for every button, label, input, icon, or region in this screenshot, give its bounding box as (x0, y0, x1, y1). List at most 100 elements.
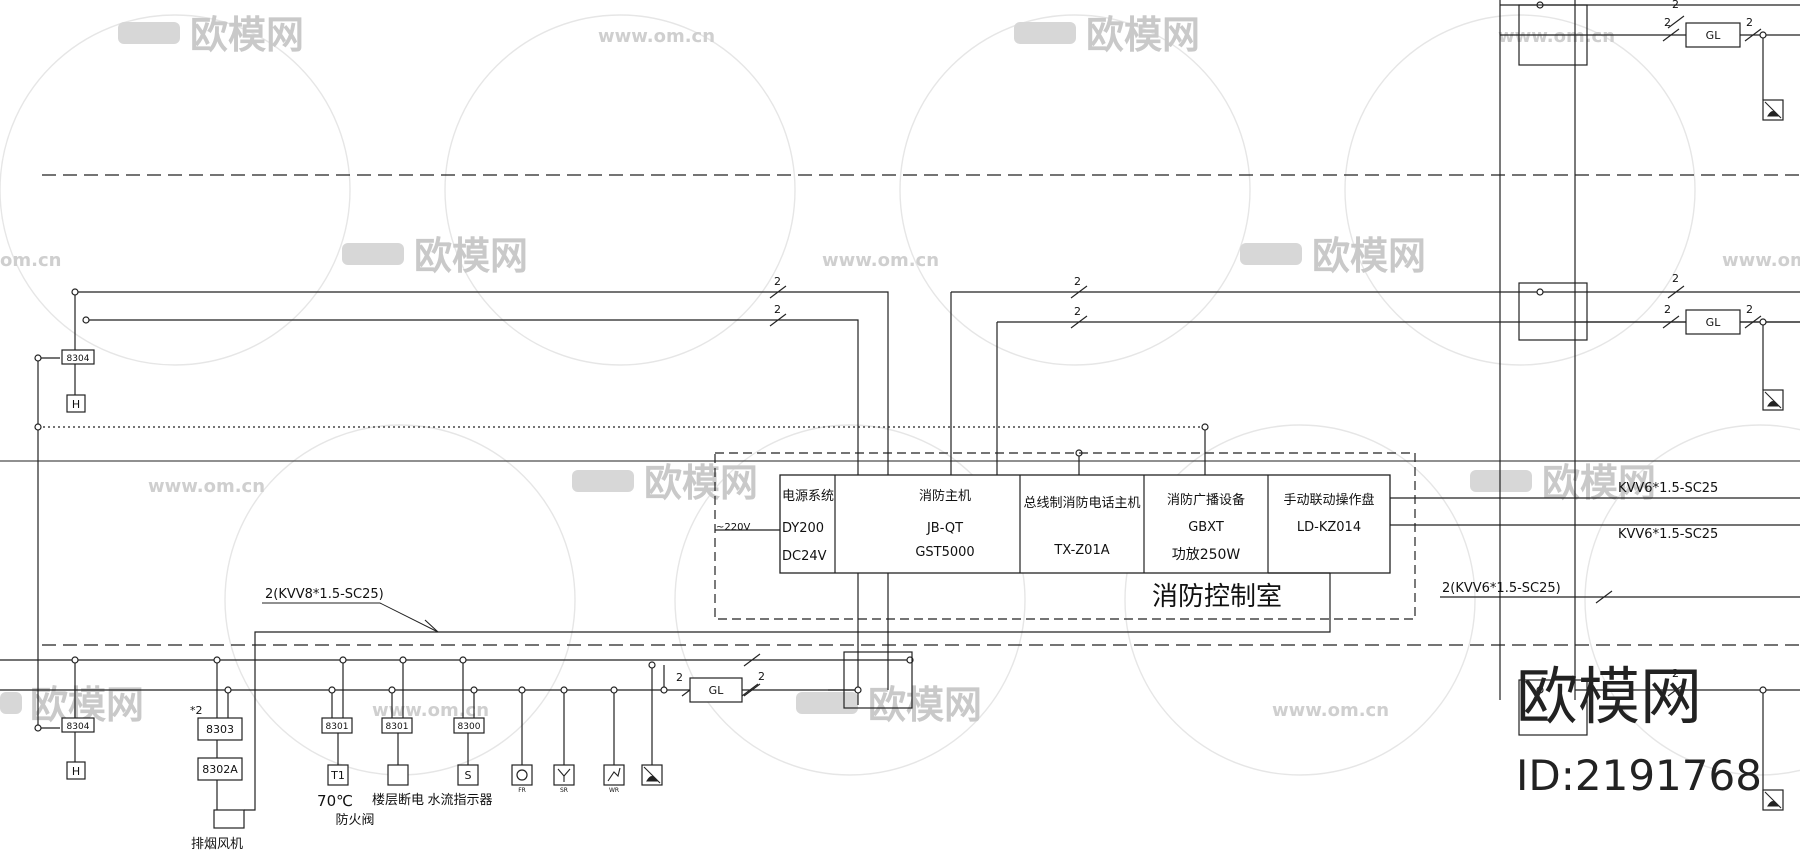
floor-power-off-label: 楼层断电 (372, 793, 424, 808)
module-8301-label: 8301 (326, 722, 349, 732)
watermark-url: www.om.cn (1272, 700, 1389, 721)
module-8304-label: 8304 (67, 722, 90, 732)
gl-device-label: GL (1706, 316, 1722, 329)
fr-label: FR (518, 787, 526, 794)
module-8301-box (321, 717, 353, 734)
fire-host-title: 消防主机 (919, 488, 971, 504)
alarm-bell-icon (643, 766, 661, 784)
junction-dots (34, 1, 1767, 732)
devices (61, 22, 1784, 829)
t1-device-label: T1 (330, 769, 345, 782)
module-8302a-label: 8302A (202, 763, 238, 776)
wire-count-label: 2 (1672, 0, 1679, 11)
watermark-brand: 欧模网 (1086, 13, 1200, 57)
fire-broadcast-panel: 消防广播设备 GBXT 功放250W (1167, 492, 1245, 563)
watermark-brand: 欧模网 (1312, 234, 1426, 278)
module-8303-box (197, 717, 243, 741)
watermark-url: www.om.cn (372, 700, 489, 721)
module-8301-box (381, 717, 413, 734)
watermark-url: www.om.cn (598, 26, 715, 47)
s-device-label: S (465, 769, 472, 782)
watermark-brand: 欧模网 (644, 461, 758, 505)
wiring (0, 0, 1800, 811)
manual-alarm-box (603, 764, 625, 786)
junction-boxes (843, 4, 1588, 736)
fire-phone-panel: 总线制消防电话主机 TX-Z01A (1023, 495, 1140, 558)
water-flow-indicator-label: 水流指示器 (427, 793, 492, 808)
watermark-brand: 欧模网 (414, 234, 528, 278)
smoke-detector-icon (516, 769, 528, 781)
fire-host-panel: 消防主机 JB-QT GST5000 (915, 488, 974, 560)
gl-device-label: GL (1706, 29, 1722, 42)
wire-count-label: 2 (1074, 275, 1081, 288)
brand-badge: 欧模网 ID:2191768 (1516, 660, 1762, 800)
wire-count-slashes (424, 15, 1762, 697)
watermark-url: www.om.cn (822, 250, 939, 271)
manual-linkage-model: LD-KZ014 (1297, 520, 1361, 535)
power-system-voltage: DC24V (782, 549, 827, 564)
watermark-brand: 欧模网 (190, 13, 304, 57)
smoke-fan-label: 排烟风机 (191, 837, 243, 852)
control-room: ~220V 电源系统 DY200 DC24V 消防主机 JB-QT GST500… (714, 452, 1416, 620)
power-system-panel: 电源系统 DY200 DC24V (782, 489, 834, 564)
cable-label-right-low: 2(KVV6*1.5-SC25) (1442, 581, 1561, 596)
wire-count-label: 2 (1746, 16, 1753, 29)
sr-label: SR (560, 787, 568, 794)
h-device-box (66, 761, 86, 780)
fire-host-series: GST5000 (915, 545, 974, 560)
gl-device-box (1685, 309, 1741, 335)
fire-phone-model: TX-Z01A (1053, 543, 1109, 558)
star-count-label: *2 (190, 704, 203, 717)
fire-phone-title: 总线制消防电话主机 (1023, 495, 1140, 511)
brand-badge-id: ID:2191768 (1516, 751, 1762, 800)
h-device-box (66, 394, 86, 413)
wire-count-label: 2 (1746, 303, 1753, 316)
gl-device-box (689, 677, 743, 703)
module-8302a-box (197, 757, 243, 781)
brand-badge-name: 欧模网 (1516, 660, 1702, 733)
control-room-outline (714, 452, 1416, 620)
watermark-url: www.om.cn (1498, 26, 1615, 47)
control-panel-frame (779, 474, 1391, 574)
power-system-model: DY200 (782, 521, 824, 536)
fire-broadcast-amp: 功放250W (1172, 547, 1241, 563)
alarm-bell-icon (1764, 101, 1782, 119)
power-system-title: 电源系统 (782, 489, 834, 504)
wire-count-label: 2 (1672, 667, 1679, 680)
fire-damper-label: 防火阀 (335, 812, 374, 828)
gl-device-label: GL (709, 684, 725, 697)
wire-count-label: 2 (1664, 16, 1671, 29)
cable-label-left: 2(KVV8*1.5-SC25) (265, 587, 384, 602)
watermark-url: www.om.cn (148, 476, 265, 497)
floor-power-box (387, 764, 409, 786)
cable-label-right-top: KVV6*1.5-SC25 (1618, 481, 1718, 496)
ac-input-label: ~220V (716, 522, 750, 533)
detector-glyphs (557, 101, 1782, 809)
wire-count-label: 2 (1074, 305, 1081, 318)
watermark-logo-icon (0, 22, 1532, 714)
smoke-fan-box (213, 809, 245, 829)
fire-broadcast-model: GBXT (1188, 520, 1224, 535)
module-8300-label: 8300 (458, 722, 481, 732)
wire-count-label: 2 (758, 670, 765, 683)
module-8301-label: 8301 (386, 722, 409, 732)
s-device-box (457, 764, 479, 786)
alarm-bell-icon (1764, 791, 1782, 809)
wr-label: WR (609, 787, 619, 794)
wire-count-label: 2 (676, 671, 683, 684)
wire-count-label: 2 (774, 275, 781, 288)
h-device-label: H (72, 765, 80, 778)
watermark-brand: 欧模网 (868, 683, 982, 727)
wire-count-label: 2 (774, 303, 781, 316)
manual-linkage-title: 手动联动操作盘 (1283, 492, 1374, 508)
module-8303-label: 8303 (206, 723, 234, 736)
manual-alarm-icon (607, 767, 621, 782)
h-device-label: H (72, 398, 80, 411)
gl-device-box (1685, 22, 1741, 48)
cable-label-right-mid: KVV6*1.5-SC25 (1618, 527, 1718, 542)
wire-count-label: 2 (1664, 303, 1671, 316)
fire-broadcast-title: 消防广播设备 (1167, 492, 1245, 508)
temperature-label: 70℃ (317, 792, 353, 810)
module-8304-box (61, 717, 95, 733)
